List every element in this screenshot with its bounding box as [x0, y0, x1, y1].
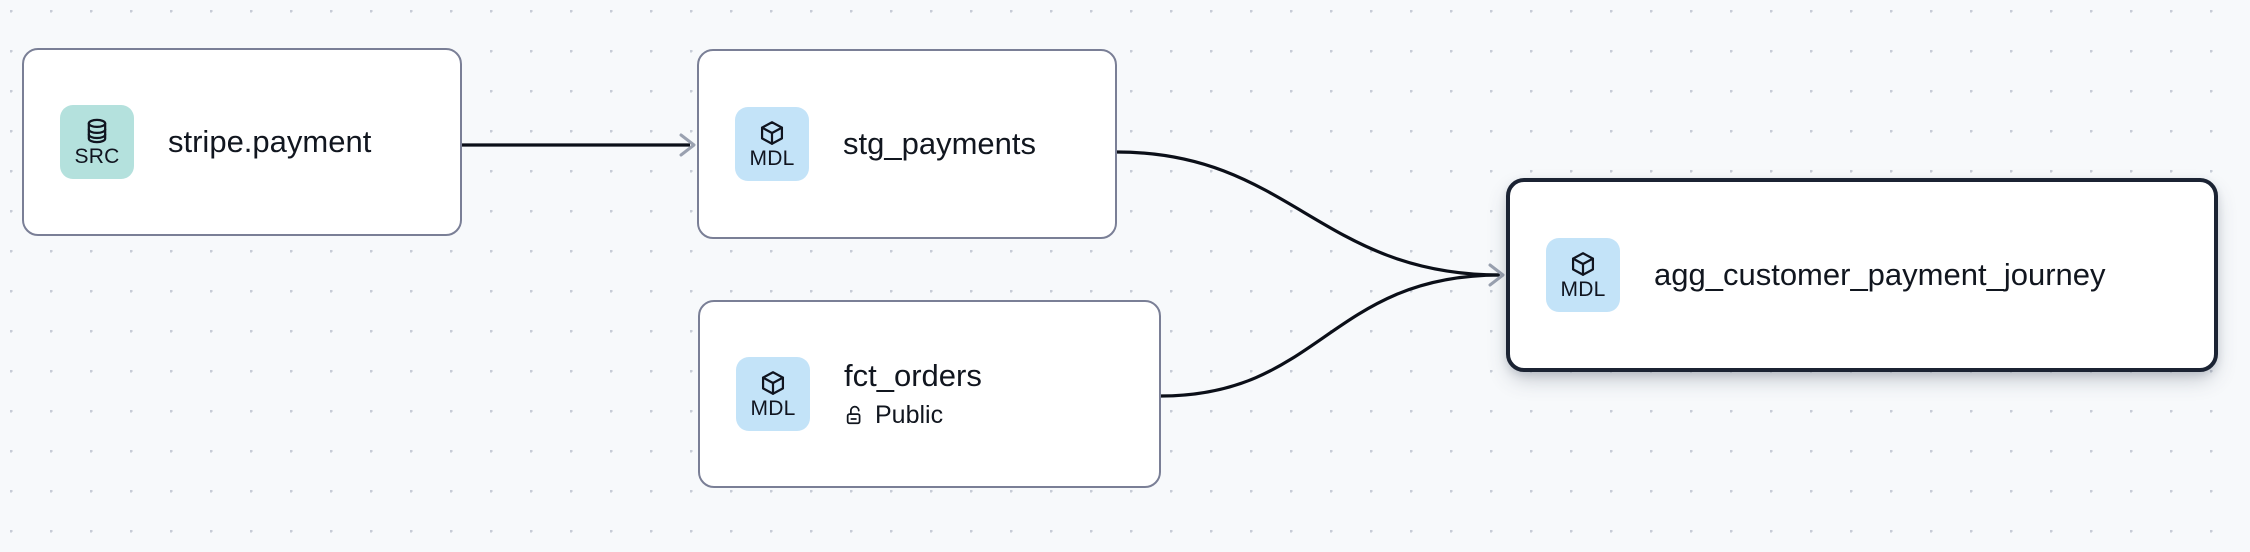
badge-label: MDL — [749, 146, 795, 170]
node-fct-orders[interactable]: MDL fct_orders Public — [698, 300, 1161, 488]
unlock-icon — [844, 404, 866, 426]
node-stg-payments[interactable]: MDL stg_payments — [697, 49, 1117, 239]
model-badge: MDL — [1546, 238, 1620, 312]
badge-label: SRC — [74, 144, 120, 168]
node-stripe-payment[interactable]: SRC stripe.payment — [22, 48, 462, 236]
model-badge: MDL — [735, 107, 809, 181]
node-title: agg_customer_payment_journey — [1654, 257, 2106, 292]
model-badge: MDL — [736, 357, 810, 431]
visibility-label: Public — [875, 401, 944, 429]
source-badge: SRC — [60, 105, 134, 179]
node-title: fct_orders — [844, 358, 982, 393]
arrowhead-agg-journey — [1488, 263, 1505, 287]
edge-fct-to-agg — [1160, 273, 1501, 398]
node-agg-customer-payment-journey[interactable]: MDL agg_customer_payment_journey — [1506, 178, 2218, 372]
database-icon — [83, 117, 111, 145]
node-body: agg_customer_payment_journey — [1654, 256, 2106, 294]
node-visibility: Public — [844, 399, 982, 431]
edge-stg-to-agg — [1116, 150, 1501, 277]
node-body: stripe.payment — [168, 123, 371, 161]
badge-label: MDL — [1560, 277, 1606, 301]
arrowhead-stg-payments — [679, 133, 696, 157]
node-title: stg_payments — [843, 126, 1036, 161]
cube-icon — [758, 119, 786, 147]
cube-icon — [759, 369, 787, 397]
node-body: stg_payments — [843, 125, 1036, 163]
cube-icon — [1569, 250, 1597, 278]
node-body: fct_orders Public — [844, 357, 982, 431]
node-title: stripe.payment — [168, 124, 372, 159]
badge-label: MDL — [750, 396, 796, 420]
